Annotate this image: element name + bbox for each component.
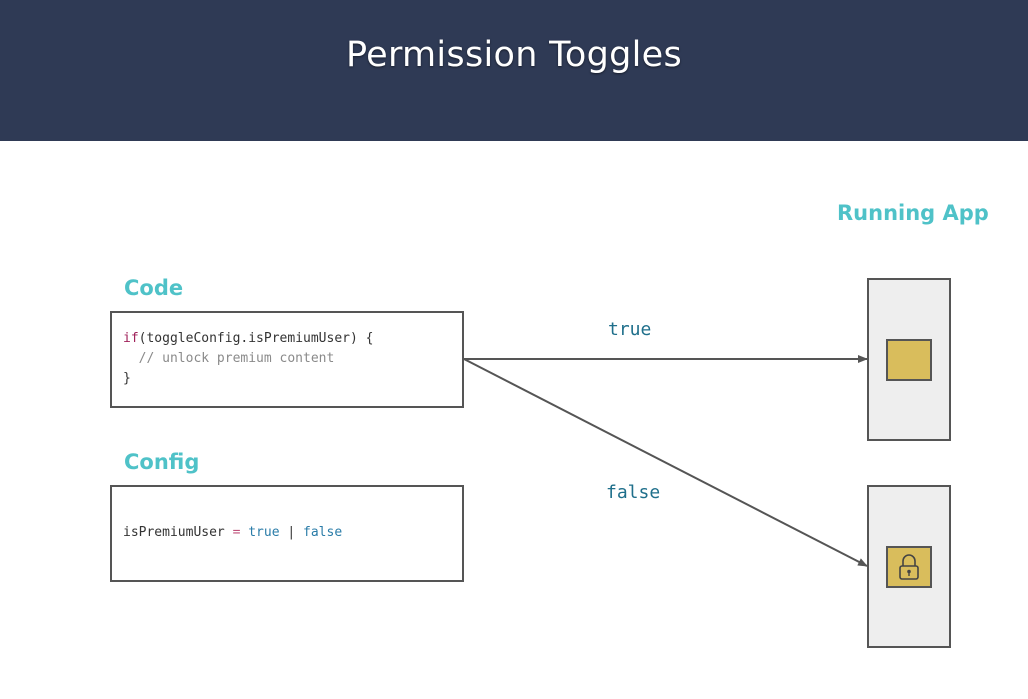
premium-content-block xyxy=(886,339,932,381)
app-device-locked xyxy=(867,485,951,648)
code-line-1: if(toggleConfig.isPremiumUser) { xyxy=(123,329,373,349)
header-banner: Permission Toggles xyxy=(0,0,1028,141)
locked-content-block xyxy=(886,546,932,588)
running-app-label: Running App xyxy=(837,201,989,225)
config-box: isPremiumUser = true | false xyxy=(110,485,464,582)
app-device-unlocked xyxy=(867,278,951,441)
code-box: if(toggleConfig.isPremiumUser) { // unlo… xyxy=(110,311,464,408)
code-closing-brace: } xyxy=(123,371,131,386)
config-key: isPremiumUser xyxy=(123,525,225,540)
code-label: Code xyxy=(124,276,184,300)
false-arrow xyxy=(463,358,868,567)
config-pipe: | xyxy=(279,525,304,540)
config-equals: = xyxy=(224,525,249,540)
page-title: Permission Toggles xyxy=(345,34,683,75)
config-true-value: true xyxy=(248,525,280,540)
code-keyword: if xyxy=(123,331,139,346)
code-condition: (toggleConfig.isPremiumUser) { xyxy=(138,331,374,346)
config-line: isPremiumUser = true | false xyxy=(123,523,342,543)
config-false-value: false xyxy=(303,525,343,540)
true-edge-label: true xyxy=(608,319,652,340)
code-comment: // unlock premium content xyxy=(123,351,335,366)
padlock-icon xyxy=(899,554,919,580)
code-snippet: if(toggleConfig.isPremiumUser) { // unlo… xyxy=(123,329,373,389)
false-edge-label: false xyxy=(606,482,661,503)
config-label: Config xyxy=(124,450,200,474)
